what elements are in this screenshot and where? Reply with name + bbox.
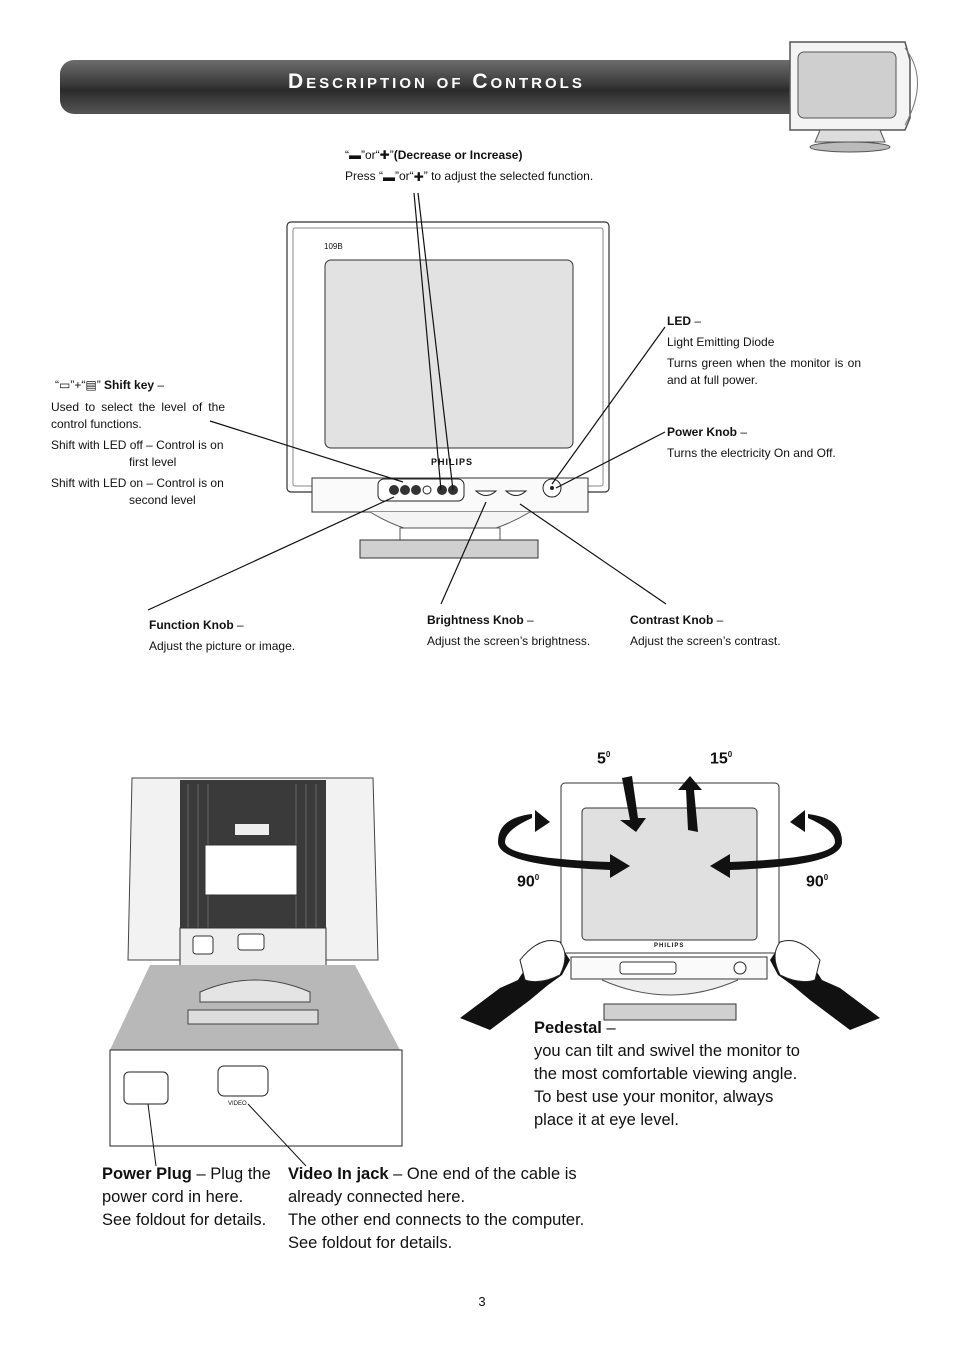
led-off-line: Shift with LED off – Control is on: [51, 438, 224, 453]
dash: –: [233, 618, 244, 632]
led-off-level: first level: [129, 455, 177, 470]
quote-open: “: [55, 378, 59, 392]
decrease-increase-title: (Decrease or Increase): [393, 148, 523, 162]
brightness-knob-desc: Adjust the screen’s brightness.: [427, 634, 591, 648]
video-in-rest: – One end of the cable is: [388, 1165, 577, 1183]
degree-mark: 0: [534, 873, 540, 882]
quote-close: ”: [96, 378, 101, 392]
angle-value: 90: [806, 873, 824, 891]
power-plug-line3: See foldout for details.: [102, 1211, 267, 1229]
led-title: LED: [667, 314, 691, 328]
header-banner: [60, 60, 800, 114]
dash: –: [154, 378, 165, 392]
monitor-icon: ▭: [59, 378, 71, 393]
plus-icon: ✚: [413, 169, 424, 184]
decrease-increase-callout: “▬”or“✚”(Decrease or Increase) Press “▬”…: [345, 147, 593, 186]
power-plug-line2: power cord in here.: [102, 1188, 244, 1206]
quote-open: “: [345, 148, 349, 162]
led-line2: Turns green when the monitor is on and a…: [667, 356, 861, 387]
led-on-level: second level: [129, 493, 196, 508]
dash: –: [691, 314, 702, 328]
pedestal-brand-logo: PHILIPS: [654, 943, 685, 949]
adjust-text: ” to adjust the selected function.: [423, 169, 594, 184]
brightness-knob-title: Brightness Knob: [427, 613, 524, 627]
contrast-knob-desc: Adjust the screen’s contrast.: [630, 634, 781, 648]
led-on-line: Shift with LED on – Control is on: [51, 476, 224, 491]
dash: –: [713, 613, 724, 627]
power-knob-callout: Power Knob – Turns the electricity On an…: [667, 424, 867, 462]
plus-text: ”+“: [70, 378, 86, 392]
plus-icon: ✚: [379, 148, 390, 163]
contrast-knob-title: Contrast Knob: [630, 613, 714, 627]
video-in-callout: Video In jack – One end of the cable is …: [288, 1163, 608, 1255]
or-text: ”or“: [361, 148, 380, 162]
page-title: Description of Controls: [288, 70, 585, 93]
power-plug-title: Power Plug: [102, 1165, 192, 1183]
swivel-left-label: 900: [517, 873, 539, 891]
video-in-line2: already connected here.: [288, 1188, 466, 1206]
function-knob-title: Function Knob: [149, 618, 234, 632]
pedestal-line1: you can tilt and swivel the monitor to: [534, 1042, 800, 1060]
power-plug-callout: Power Plug – Plug the power cord in here…: [102, 1163, 282, 1232]
shift-key-callout: “▭”+“▤” Shift key – Used to select the l…: [51, 377, 225, 509]
minus-icon: ▬: [349, 148, 361, 163]
video-in-line3: The other end connects to the computer.: [288, 1211, 585, 1229]
pedestal-line4: place it at eye level.: [534, 1111, 679, 1129]
tilt-back-label: 150: [710, 750, 732, 768]
pedestal-monitor-illustration: [460, 776, 880, 1030]
pedestal-title: Pedestal: [534, 1019, 602, 1037]
power-plug-rest: – Plug the: [191, 1165, 271, 1183]
header-monitor-illustration: [789, 41, 918, 153]
or-text: ”or“: [395, 169, 414, 184]
shift-icon: ▤: [85, 378, 97, 393]
degree-mark: 0: [605, 750, 611, 759]
led-line1: Light Emitting Diode: [667, 335, 775, 349]
swivel-right-label: 900: [806, 873, 828, 891]
brand-logo: PHILIPS: [431, 457, 474, 467]
video-in-title: Video In jack: [288, 1165, 389, 1183]
contrast-knob-callout: Contrast Knob – Adjust the screen’s cont…: [630, 612, 820, 650]
shift-key-title: Shift key: [104, 378, 155, 392]
page-number: 3: [478, 1294, 486, 1309]
rear-monitor-illustration: [109, 777, 403, 1167]
brightness-knob-callout: Brightness Knob – Adjust the screen’s br…: [427, 612, 617, 650]
model-badge: 109B: [324, 242, 343, 251]
pedestal-line3: To best use your monitor, always: [534, 1088, 774, 1106]
dash: –: [523, 613, 534, 627]
dash: –: [601, 1019, 616, 1037]
callout-lines: [147, 192, 667, 611]
video-in-line4: See foldout for details.: [288, 1234, 453, 1252]
angle-value: 15: [710, 750, 728, 768]
pedestal-line2: the most comfortable viewing angle.: [534, 1065, 798, 1083]
power-knob-title: Power Knob: [667, 425, 738, 439]
dash: –: [737, 425, 748, 439]
degree-mark: 0: [727, 750, 733, 759]
pedestal-callout: Pedestal – you can tilt and swivel the m…: [534, 1017, 834, 1132]
angle-value: 90: [517, 873, 535, 891]
quote-close: ”: [389, 148, 394, 162]
front-monitor-illustration: [286, 221, 610, 559]
function-knob-desc: Adjust the picture or image.: [149, 639, 296, 653]
tilt-forward-label: 50: [597, 750, 610, 768]
angle-value: 5: [597, 750, 606, 768]
press-text: Press “: [345, 169, 384, 184]
led-callout: LED – Light Emitting Diode Turns green w…: [667, 313, 861, 389]
minus-icon: ▬: [383, 169, 396, 184]
degree-mark: 0: [823, 873, 829, 882]
function-knob-callout: Function Knob – Adjust the picture or im…: [149, 617, 349, 655]
video-label: VIDEO: [228, 1101, 247, 1107]
power-knob-desc: Turns the electricity On and Off.: [667, 446, 836, 460]
shift-key-desc: Used to select the level of the control …: [51, 400, 225, 432]
